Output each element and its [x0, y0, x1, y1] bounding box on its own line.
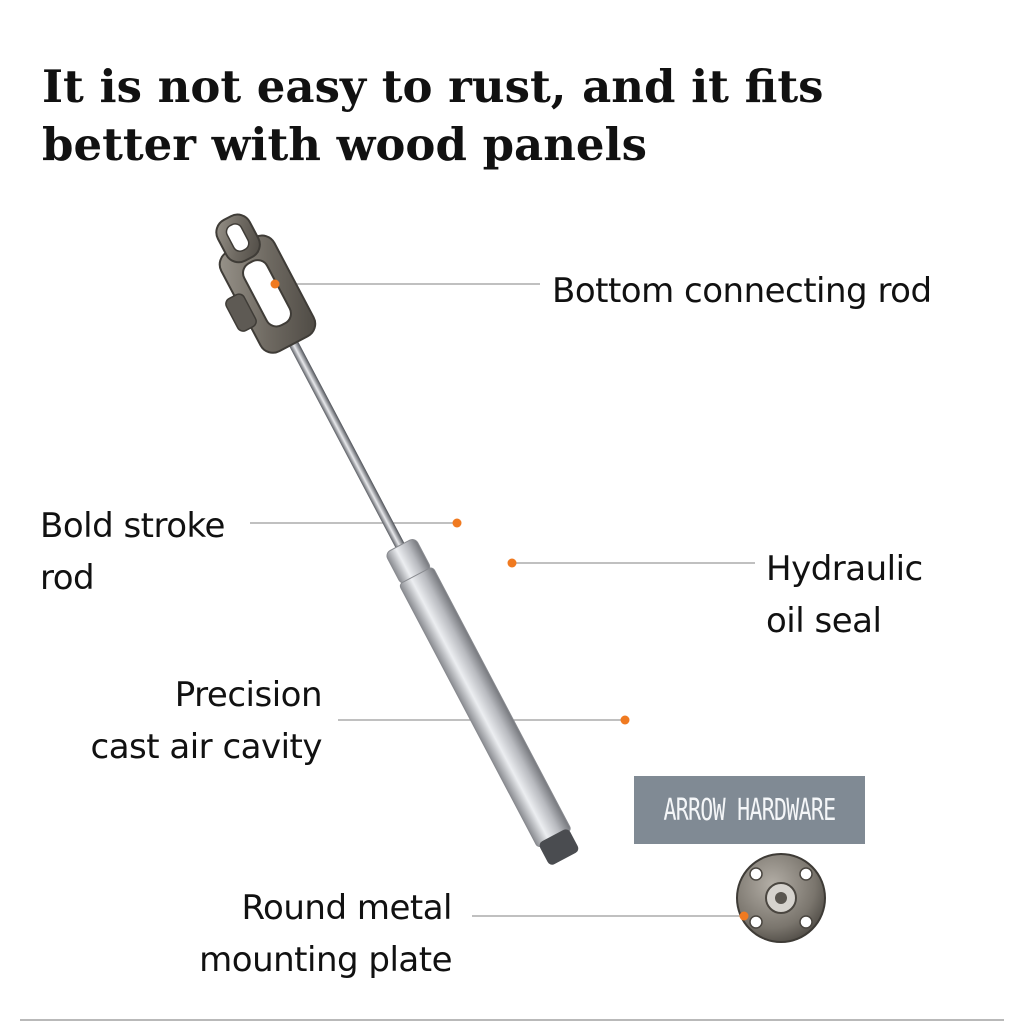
label-hydraulic-oil-seal-line-2: oil seal — [766, 601, 882, 641]
headline-line-2: better with wood panels — [42, 118, 647, 171]
cylinder-tube — [399, 567, 571, 848]
round-mounting-plate — [736, 853, 826, 943]
label-round-metal-mounting-plate-line-2: mounting plate — [199, 940, 452, 980]
marker-dot-bottom-connecting-rod — [270, 279, 280, 289]
label-bold-stroke-rod-line-1: Bold stroke — [40, 506, 225, 546]
headline: It is not easy to rust, and it fits bett… — [42, 58, 982, 174]
marker-dot-precision-cast-air-cavity — [620, 715, 630, 725]
label-hydraulic-oil-seal-line-1: Hydraulic — [766, 549, 923, 589]
piston-rod — [283, 330, 412, 561]
bottom-connecting-rod-bracket — [215, 213, 317, 354]
label-bottom-connecting-rod: Bottom connecting rod — [552, 265, 932, 317]
label-precision-cast-air-cavity-line-2: cast air cavity — [90, 727, 323, 767]
marker-dots — [270, 279, 749, 921]
label-round-metal-mounting-plate-line-1: Round metal — [241, 888, 452, 928]
label-bold-stroke-rod-line-2: rod — [40, 558, 95, 598]
label-precision-cast-air-cavity-line-1: Precision — [174, 675, 323, 715]
label-hydraulic-oil-seal: Hydraulic oil seal — [766, 543, 923, 647]
bottom-divider — [20, 1019, 1004, 1021]
label-round-metal-mounting-plate: Round metal mounting plate — [120, 882, 452, 986]
marker-dot-round-metal-mounting-plate — [739, 911, 749, 921]
plate-collar — [539, 829, 579, 865]
label-bold-stroke-rod: Bold stroke rod — [40, 500, 225, 604]
brand-watermark-text: ARROW HARDWARE — [663, 792, 837, 828]
label-precision-cast-air-cavity: Precision cast air cavity — [40, 669, 323, 773]
marker-dot-bold-stroke-rod — [452, 518, 462, 528]
label-bottom-connecting-rod-line-1: Bottom connecting rod — [552, 271, 932, 311]
gas-strut — [215, 213, 579, 865]
headline-line-1: It is not easy to rust, and it fits — [42, 60, 824, 113]
marker-dot-hydraulic-oil-seal — [507, 558, 517, 568]
brand-watermark: ARROW HARDWARE — [634, 776, 865, 844]
